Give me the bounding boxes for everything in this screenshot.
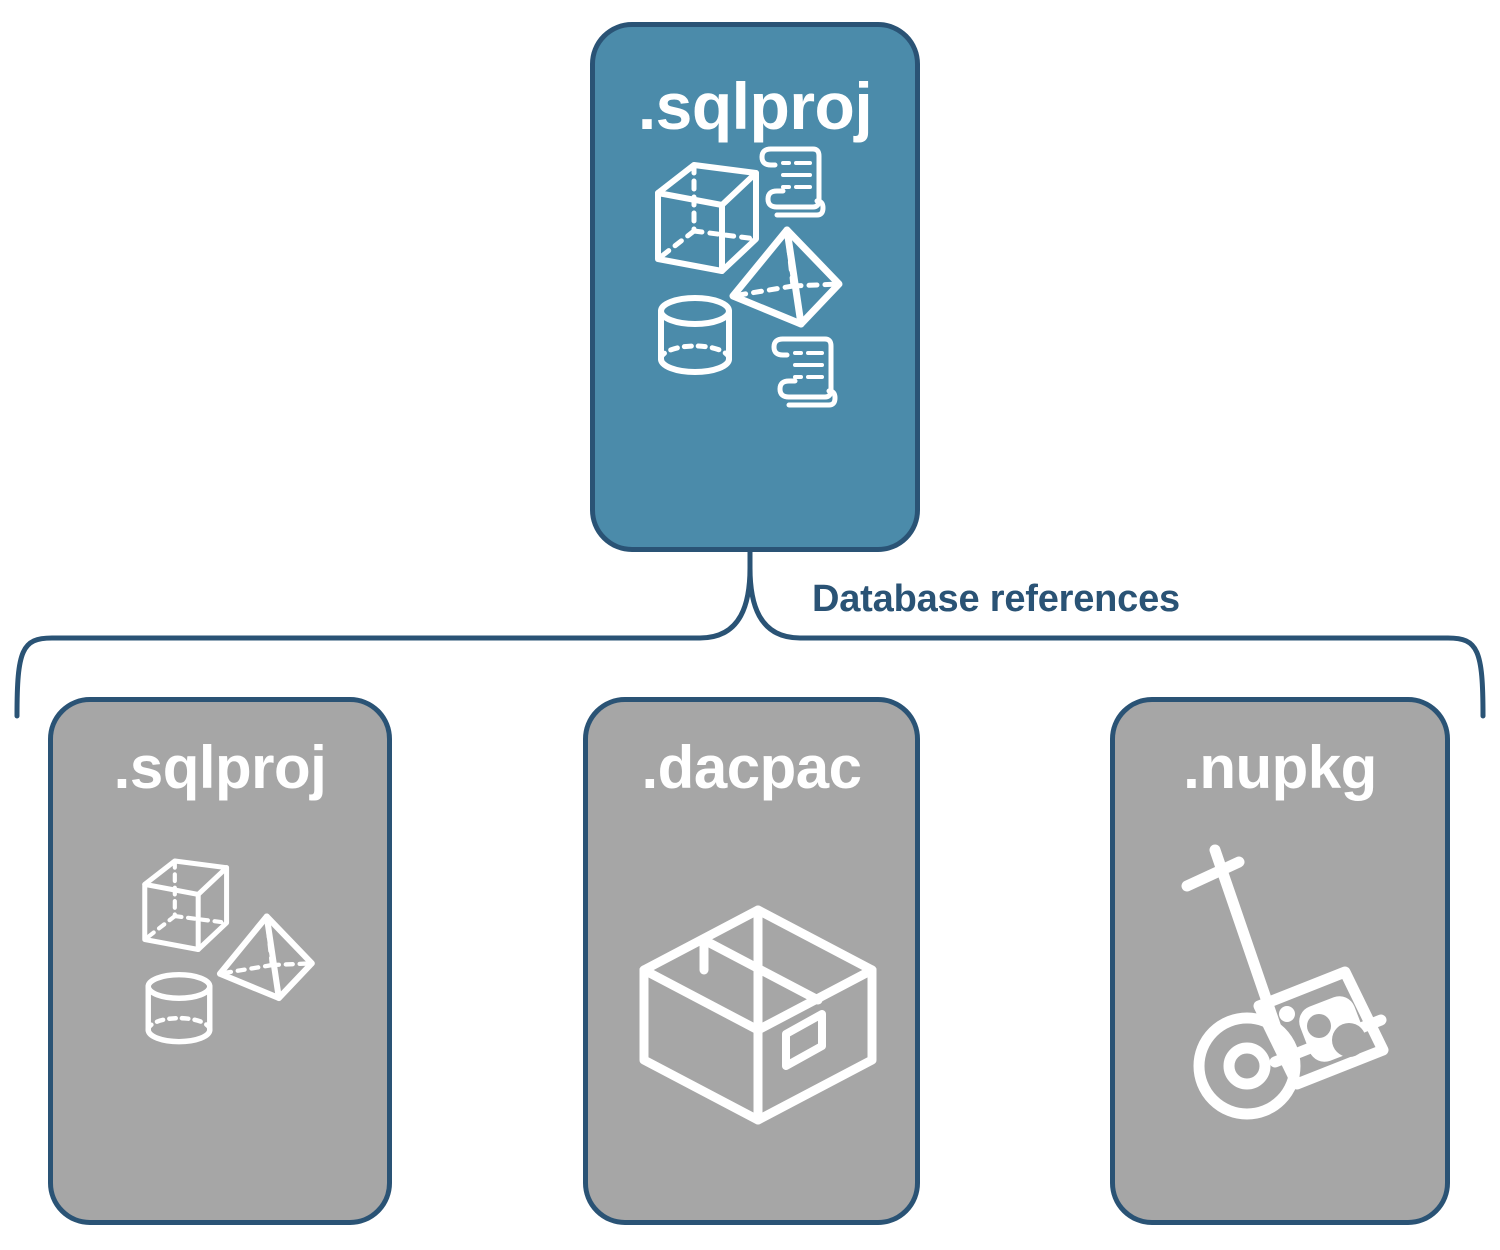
reference-node-label: .nupkg <box>1183 734 1377 801</box>
reference-node-sqlproj[interactable]: .sqlproj <box>48 697 392 1225</box>
reference-node-icon-area <box>53 798 387 1220</box>
cylinder-icon <box>145 972 213 1045</box>
cube-icon <box>142 858 230 952</box>
cylinder-icon <box>658 295 732 375</box>
cube-icon <box>655 162 759 274</box>
reference-node-nupkg[interactable]: .nupkg <box>1110 697 1450 1225</box>
root-node-icon-area <box>595 139 915 547</box>
reference-node-icon-area <box>588 798 915 1220</box>
root-node-label: .sqlproj <box>637 69 873 143</box>
connector-label: Database references <box>812 578 1180 620</box>
hand-truck-icon <box>1181 844 1389 1120</box>
reference-node-label: .dacpac <box>641 734 862 801</box>
shipping-box-icon <box>639 905 877 1125</box>
pyramid-icon <box>729 226 843 328</box>
pyramid-icon <box>216 913 315 1002</box>
scroll-icon <box>759 146 826 218</box>
root-node-sqlproj[interactable]: .sqlproj <box>590 22 920 552</box>
reference-node-dacpac[interactable]: .dacpac <box>583 697 920 1225</box>
reference-node-icon-area <box>1115 798 1445 1220</box>
reference-node-label: .sqlproj <box>113 734 327 801</box>
scroll-icon <box>771 336 838 408</box>
